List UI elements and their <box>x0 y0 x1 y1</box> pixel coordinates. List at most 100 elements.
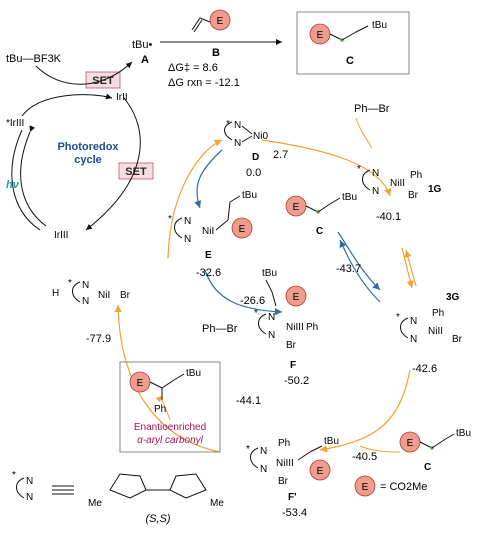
svg-text:E: E <box>217 16 224 27</box>
svg-text:F': F' <box>288 492 297 503</box>
svg-text:-53.4: -53.4 <box>282 507 307 519</box>
svg-text:E: E <box>317 30 324 41</box>
dG-activation: ΔG‡ = 8.6 <box>168 62 218 74</box>
svg-text:Ph: Ph <box>306 322 318 333</box>
isc-up <box>404 249 417 287</box>
svg-text:tBu: tBu <box>186 368 201 379</box>
hv-arc-inner <box>20 125 47 227</box>
svg-text:Me: Me <box>210 498 224 509</box>
blue-C-to-F <box>337 231 381 291</box>
phbr-in-1 <box>355 117 373 149</box>
svg-text:E: E <box>317 466 324 477</box>
isc-down <box>401 247 414 289</box>
hv-arc-outer <box>11 129 41 231</box>
arc-Fp-to-NiBr <box>114 304 221 453</box>
ts-40.5: -40.5 <box>352 451 377 463</box>
svg-text:= CO2Me: = CO2Me <box>380 481 427 493</box>
species-1G: * N N NiII Ph Br 1G -40.1 <box>357 164 442 223</box>
svg-text:E: E <box>205 250 212 261</box>
tBuBF3K-text: tBu—BF3K <box>6 53 62 65</box>
svg-text:3G: 3G <box>446 292 460 303</box>
species-NiBr: H * N N NiI Br -77.9 <box>52 278 131 345</box>
svg-text:Ph: Ph <box>410 170 422 181</box>
svg-text:E: E <box>362 482 369 493</box>
product-box: E tBu Ph Enantioenriched α-aryl carbonyl <box>119 361 221 453</box>
svg-text:N: N <box>410 316 417 327</box>
species-Fprime: * N N NiIII Ph Br tBu E F' -53.4 <box>246 436 339 519</box>
svg-text:1G: 1G <box>428 184 442 195</box>
label-B: B <box>212 47 220 59</box>
phbr-mid: Ph—Br <box>202 323 238 335</box>
ts-2.7: 2.7 <box>273 149 288 161</box>
svg-text:E: E <box>293 292 300 303</box>
radical-C-box: E tBu C <box>296 11 410 75</box>
svg-text:-50.2: -50.2 <box>284 375 309 387</box>
svg-text:*: * <box>68 278 72 289</box>
arc-3G-to-Fp <box>319 369 411 453</box>
svg-text:NiII: NiII <box>428 326 443 337</box>
svg-text:Br: Br <box>120 290 131 301</box>
set-top-arrow <box>35 61 133 85</box>
species-D: * N N Ni0 D 0.0 <box>224 119 268 179</box>
blue-D-to-E <box>194 149 223 209</box>
svg-text:Ni0: Ni0 <box>253 131 268 142</box>
svg-text:N: N <box>234 120 241 131</box>
svg-text:N: N <box>184 216 191 227</box>
arc-D-to-1G <box>261 139 392 197</box>
svg-text:NiIII: NiIII <box>276 458 294 469</box>
svg-text:*: * <box>254 308 258 319</box>
svg-text:N: N <box>410 334 417 345</box>
svg-text:D: D <box>252 152 259 163</box>
radical-C-bottom: E tBu C <box>399 428 471 473</box>
svg-text:N: N <box>372 186 379 197</box>
svg-text:Br: Br <box>286 340 297 351</box>
label-A: A <box>141 54 149 66</box>
svg-text:C: C <box>424 462 431 473</box>
svg-text:SET: SET <box>125 166 147 178</box>
svg-text:(S,S): (S,S) <box>145 513 170 525</box>
svg-text:N: N <box>268 330 275 341</box>
product-line1: Enantioenriched <box>134 422 206 433</box>
star-IrIII: *IrIII <box>6 118 24 129</box>
ts-26.6: -26.6 <box>240 295 265 307</box>
tBu-radical-text: tBu• <box>132 39 153 51</box>
svg-text:E: E <box>137 378 144 389</box>
ts-43.7: -43.7 <box>336 263 361 275</box>
ts-44.1: -44.1 <box>236 395 261 407</box>
svg-text:*: * <box>396 312 400 323</box>
svg-text:tBu: tBu <box>342 192 357 203</box>
blue-E-to-F <box>204 269 283 316</box>
svg-text:N: N <box>82 296 89 307</box>
dG-reaction: ΔG rxn = -12.1 <box>168 77 240 89</box>
svg-text:tBu: tBu <box>324 436 339 447</box>
svg-text:E: E <box>293 202 300 213</box>
product-line2: α-aryl carbonyl <box>137 435 204 446</box>
svg-text:-32.6: -32.6 <box>196 267 221 279</box>
svg-text:C: C <box>346 55 354 67</box>
svg-text:tBu: tBu <box>372 20 387 31</box>
svg-text:Br: Br <box>408 190 419 201</box>
svg-text:E: E <box>239 224 246 235</box>
svg-text:C: C <box>316 226 323 237</box>
svg-text:Ph: Ph <box>154 404 166 415</box>
E-legend: E = CO2Me <box>354 475 427 497</box>
svg-text:N: N <box>372 168 379 179</box>
svg-text:-77.9: -77.9 <box>86 333 111 345</box>
svg-text:tBu: tBu <box>456 428 471 439</box>
svg-text:H: H <box>52 288 59 299</box>
arc-NiBr-to-D <box>167 139 223 259</box>
svg-text:N: N <box>82 280 89 291</box>
svg-text:-40.1: -40.1 <box>376 211 401 223</box>
photoredox-title: Photoredox <box>57 141 119 153</box>
svg-text:Ph: Ph <box>432 308 444 319</box>
svg-text:NiIII: NiIII <box>286 322 304 333</box>
svg-text:*: * <box>12 470 16 481</box>
svg-text:N: N <box>260 446 267 457</box>
IrII-label: IrII <box>116 92 128 103</box>
svg-text:NiI: NiI <box>98 290 110 301</box>
hv-label: hν <box>6 179 20 191</box>
species-F: tBu E * N N NiIII Ph Br F -50.2 <box>254 268 318 387</box>
phbr-top: Ph—Br <box>354 103 390 115</box>
svg-text:N: N <box>26 492 33 503</box>
